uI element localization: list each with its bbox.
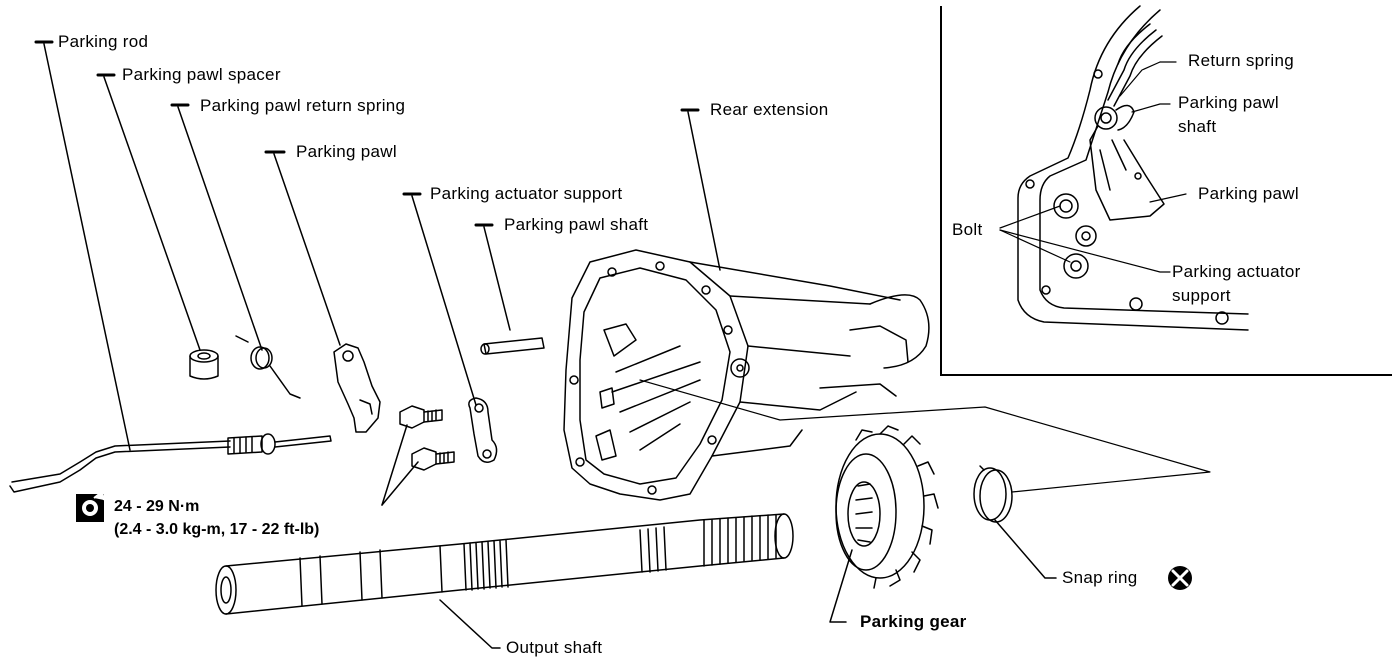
inset-drawing — [999, 5, 1249, 331]
parking-pawl-return-spring — [235, 335, 301, 399]
output-shaft — [215, 513, 794, 615]
inset-frame — [940, 6, 1392, 376]
label-rear-extension: Rear extension — [710, 100, 829, 119]
bolts — [399, 405, 455, 471]
label-parking-actuator-support: Parking actuator support — [430, 184, 623, 203]
parking-pawl-shaft — [480, 337, 545, 355]
label-parking-pawl-return-spring: Parking pawl return spring — [200, 96, 406, 115]
parking-gear — [835, 425, 939, 589]
inset-label-parking-actuator-support-1: Parking actuator — [1172, 262, 1301, 281]
label-parking-rod: Parking rod — [58, 32, 149, 51]
torque-converted: (2.4 - 3.0 kg-m, 17 - 22 ft-lb) — [114, 521, 320, 538]
rear-extension-housing — [563, 249, 930, 501]
non-reusable-x-icon — [1168, 566, 1192, 590]
inset-label-parking-actuator-support-2: support — [1172, 286, 1231, 305]
label-parking-pawl-spacer: Parking pawl spacer — [122, 65, 281, 84]
label-snap-ring: Snap ring — [1062, 568, 1138, 587]
label-parking-pawl: Parking pawl — [296, 142, 397, 161]
snap-ring — [973, 465, 1013, 523]
parking-actuator-support — [468, 397, 498, 463]
torque-wrench-icon — [76, 490, 105, 522]
torque-value: 24 - 29 N·m — [114, 498, 200, 515]
inset-label-parking-pawl: Parking pawl — [1198, 184, 1299, 203]
inset-label-bolt: Bolt — [952, 220, 983, 239]
parking-pawl-spacer — [189, 349, 219, 380]
parking-pawl — [333, 343, 381, 433]
label-output-shaft: Output shaft — [506, 638, 603, 657]
inset-label-parking-pawl-shaft-1: Parking pawl — [1178, 93, 1279, 112]
label-parking-pawl-shaft: Parking pawl shaft — [504, 215, 649, 234]
leader-lines — [34, 40, 1211, 649]
inset-label-parking-pawl-shaft-2: shaft — [1178, 117, 1217, 136]
parking-rod — [9, 433, 332, 493]
label-parking-gear: Parking gear — [860, 612, 967, 631]
inset-label-return-spring: Return spring — [1188, 51, 1294, 70]
